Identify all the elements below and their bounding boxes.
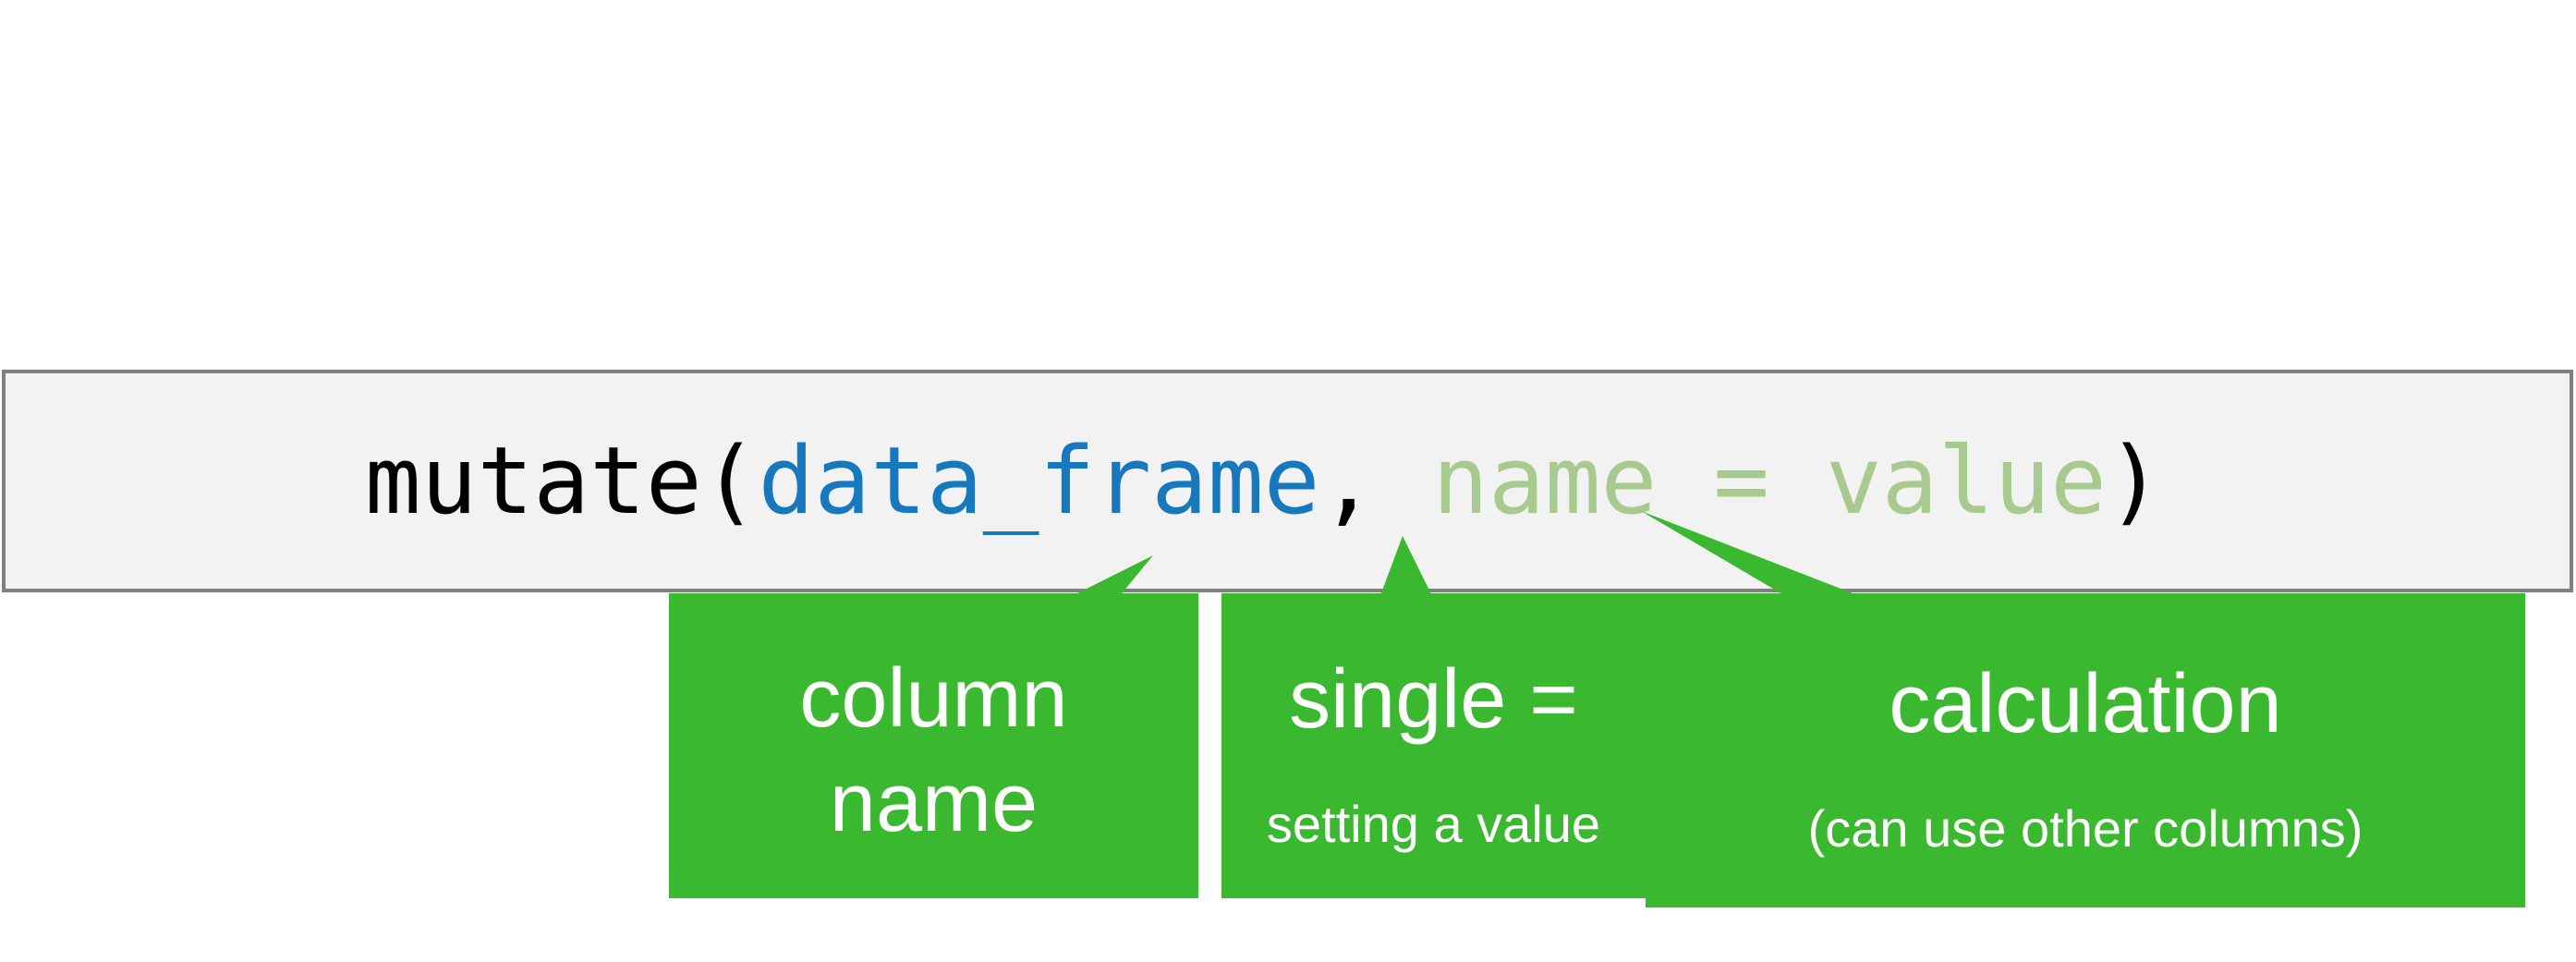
callout-calculation-title: calculation [1889,657,2282,750]
callout-calculation: calculation (can use other columns) [1646,593,2525,907]
callout-column-name-title: column name [799,651,1068,849]
code-segment-data-frame: data_frame [758,426,1320,535]
callout-single-equals-subtitle: setting a value [1266,795,1601,854]
code-snippet: mutate(data_frame, name = value) [28,341,2163,621]
code-box: mutate(data_frame, name = value) [2,370,2573,592]
callout-calculation-subtitle: (can use other columns) [1807,799,2363,858]
callout-column-name: column name [669,593,1198,898]
code-segment-comma: , [1319,426,1433,535]
code-segment-function: mutate( [364,426,759,535]
code-segment-close-paren: ) [2106,426,2163,535]
callout-single-equals-title: single = [1289,652,1578,746]
code-segment-name-value: name = value [1432,426,2107,535]
callout-single-equals: single = setting a value [1221,593,1646,898]
